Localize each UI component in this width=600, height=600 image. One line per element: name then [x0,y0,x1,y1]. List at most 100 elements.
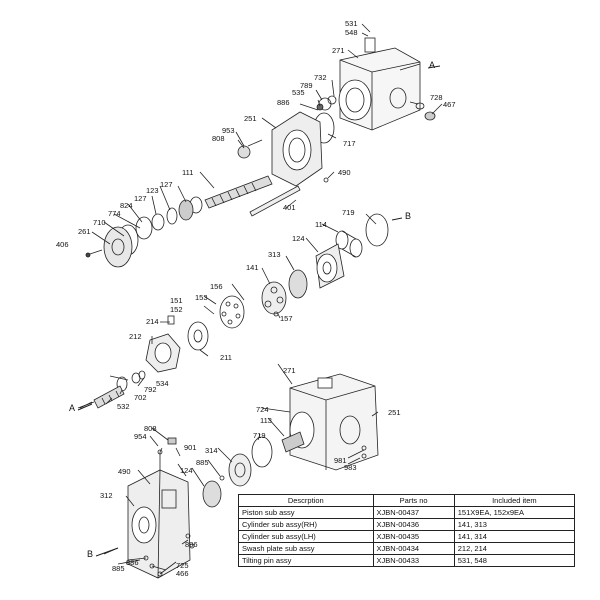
part-label: 490 [338,168,351,177]
parts-no-cell: XJBN-00437 [372,506,455,519]
part-label: 113 [260,416,272,425]
description-cell: Swash plate sub assy [238,542,374,555]
part-label: 153 [195,293,208,302]
part-label: 152 [170,305,183,314]
part-label: 981 [334,456,347,465]
part-label: 531 [345,19,358,28]
included-item-cell: 151X9EA, 152x9EA [453,506,576,519]
part-label: 717 [343,139,356,148]
part-label: 725 [176,561,189,570]
part-label: 728 [430,93,443,102]
part-label: 719 [253,431,266,440]
rod-401 [249,185,301,217]
part-label: B [405,211,412,221]
header-included-item: Included item [453,494,576,507]
part-label: 886 [277,98,290,107]
parts-no-cell: XJBN-00435 [372,530,455,543]
valve-plate-251-upper [271,111,323,187]
included-item-cell: 141, 313 [453,518,576,531]
drive-shaft-111 [204,175,273,209]
cylinder-block-314 [228,453,252,487]
part-label: 261 [78,227,91,236]
drive-shaft-113 [281,431,305,453]
cylinder-141 [288,269,308,299]
part-label: 983 [344,463,357,472]
description-cell: Piston sub assy [238,506,374,519]
piston-block [261,281,287,315]
part-label: 124 [180,466,193,475]
parts-no-cell: XJBN-00433 [372,554,455,567]
part-label: 114 [315,220,327,229]
part-label: 886 [185,540,198,549]
swash-plate-212 [145,333,181,373]
part-label: 548 [345,28,358,37]
part-label: 271 [283,366,296,375]
part-label: 314 [205,446,218,455]
description-cell: Tilting pin assy [238,554,374,567]
spring-114 [335,230,363,258]
seal-cover-261 [103,226,133,268]
table-row: Piston sub assy XJBN-00437 151X9EA, 152x… [238,506,576,519]
valve-block-312 [127,469,191,579]
part-label: 467 [443,100,456,109]
part-label: A [69,403,76,413]
part-label: 885 [112,564,125,573]
part-label: 401 [283,203,296,212]
part-label: 406 [56,240,69,249]
part-label: 702 [134,393,147,402]
part-label: 710 [93,218,106,227]
part-label: 156 [210,282,223,291]
part-label: 532 [117,402,130,411]
included-item-cell: 212, 214 [453,542,576,555]
arrow-b-lower [95,547,119,557]
part-label: 901 [184,443,197,452]
part-label: 251 [244,114,257,123]
header-description: Descrption [238,494,374,507]
part-label: 127 [134,194,147,203]
part-label: 886 [126,558,139,567]
shoe-plate-211 [187,321,209,351]
part-label: 212 [129,332,142,341]
part-label: 151 [170,296,183,305]
description-cell: Cylinder sub assy(RH) [238,518,374,531]
part-label: 719 [342,208,355,217]
part-label: 466 [176,569,189,578]
part-label: 124 [292,234,305,243]
table-row: Cylinder sub assy(LH) XJBN-00435 141, 31… [238,530,576,543]
part-label: 490 [118,467,131,476]
description-cell: Cylinder sub assy(LH) [238,530,374,543]
plug-728 [415,102,425,110]
part-label: 808 [144,424,157,433]
arrow-a-upper [427,65,441,69]
part-label: 141 [246,263,259,272]
parts-no-cell: XJBN-00436 [372,518,455,531]
part-label: 535 [292,88,305,97]
part-label: 271 [332,46,345,55]
part-label: 953 [222,126,235,135]
casing-271-upper [338,37,421,131]
part-label: B [87,549,94,559]
included-item-cell: 531, 548 [453,554,576,567]
parts-no-cell: XJBN-00434 [372,542,455,555]
cylinder-block-313 [315,243,345,289]
included-item-cell: 141, 314 [453,530,576,543]
part-label: 808 [212,134,225,143]
part-label: 312 [100,491,113,500]
part-label: 789 [300,81,313,90]
table-row: Cylinder sub assy(RH) XJBN-00436 141, 31… [238,518,576,531]
part-label: 251 [388,408,401,417]
arrow-b-upper [391,217,403,221]
part-label: 127 [160,180,173,189]
part-label: A [429,60,436,70]
table-row: Swash plate sub assy XJBN-00434 212, 214 [238,542,576,555]
part-label: 123 [146,186,159,195]
header-parts-no: Parts no [372,494,455,507]
part-label: 774 [108,209,121,218]
part-label: 724 [256,405,269,414]
part-label: 534 [156,379,169,388]
part-label: 214 [146,317,159,326]
part-label: 111 [182,168,194,177]
table-row: Tilting pin assy XJBN-00433 531, 548 [238,554,576,567]
arrow-a-lower [77,403,93,411]
part-label: 157 [280,314,293,323]
